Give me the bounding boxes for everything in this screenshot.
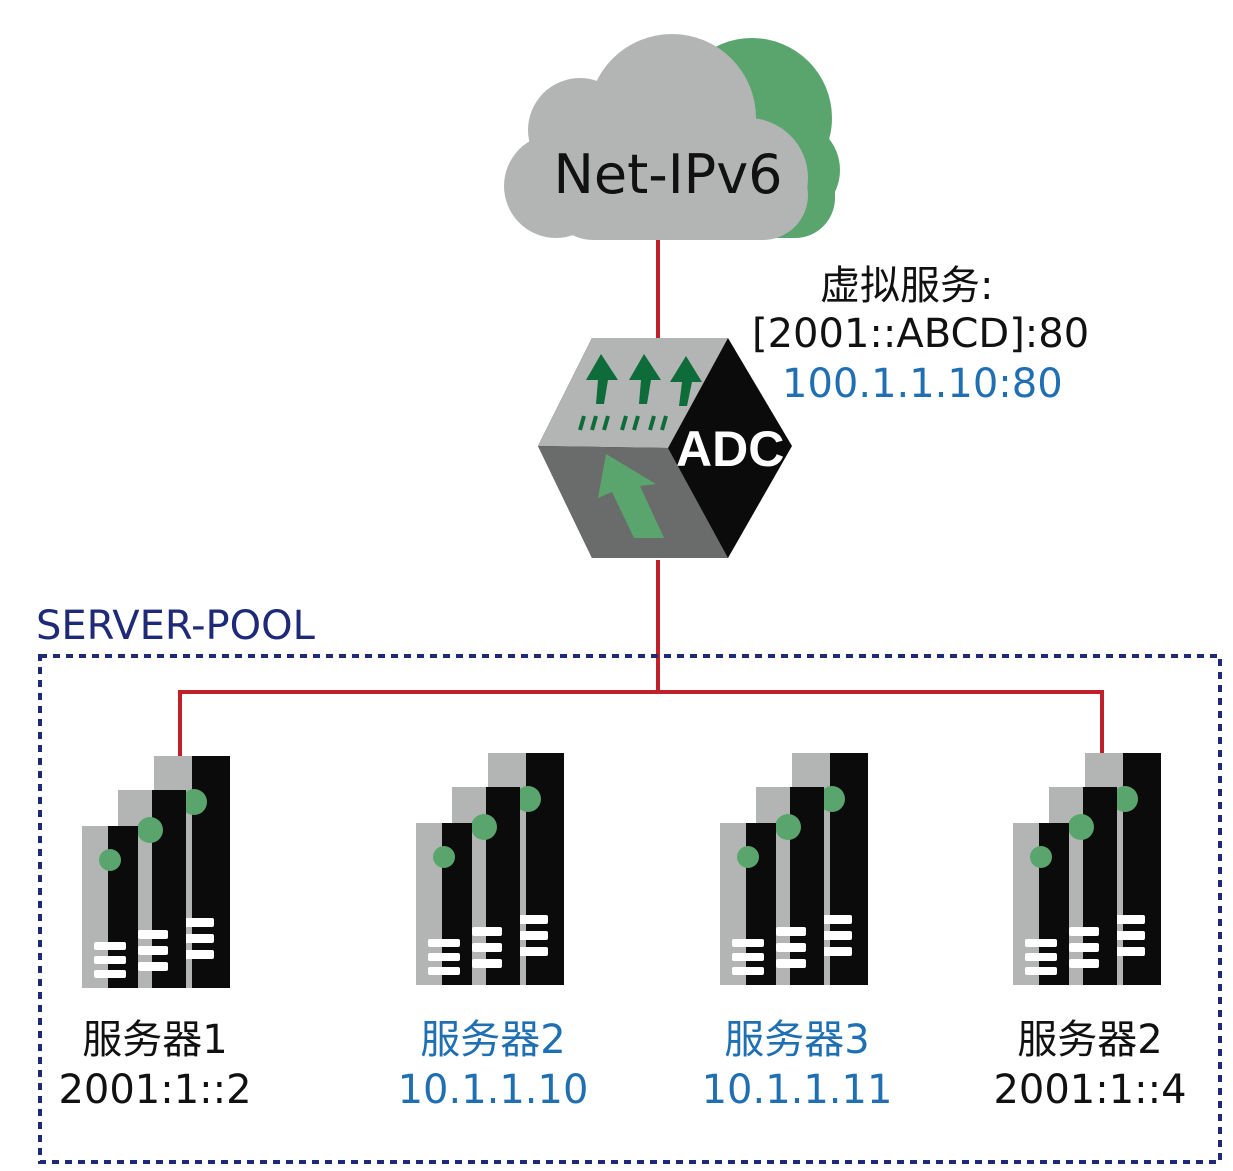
server-4-icon	[1013, 753, 1161, 985]
server-3-icon	[720, 753, 868, 985]
network-links	[178, 238, 1104, 758]
server-pool-label: SERVER-POOL	[36, 603, 315, 649]
server-pool-border	[38, 654, 1222, 1164]
server-3-address: 10.1.1.11	[701, 1067, 893, 1113]
virtual-service-title: 虚拟服务:	[820, 263, 994, 309]
server-3-name: 服务器3	[724, 1017, 870, 1063]
virtual-service-ipv6: [2001::ABCD]:80	[752, 311, 1090, 357]
server-2-name: 服务器2	[420, 1017, 566, 1063]
server-1-name: 服务器1	[82, 1017, 228, 1063]
server-1-address: 2001:1::2	[58, 1067, 252, 1113]
adc-icon	[538, 338, 792, 558]
adc-label: ADC	[676, 421, 785, 477]
cloud-icon	[504, 34, 840, 240]
server-1-icon	[82, 756, 230, 988]
virtual-service-ipv4: 100.1.1.10:80	[782, 361, 1063, 407]
server-4-name: 服务器2	[1017, 1017, 1163, 1063]
server-4-address: 2001:1::4	[993, 1067, 1187, 1113]
pool-bus-link	[178, 690, 1104, 758]
cloud-label: Net-IPv6	[553, 143, 783, 206]
server-2-address: 10.1.1.10	[397, 1067, 589, 1113]
server-2-icon	[416, 753, 564, 985]
